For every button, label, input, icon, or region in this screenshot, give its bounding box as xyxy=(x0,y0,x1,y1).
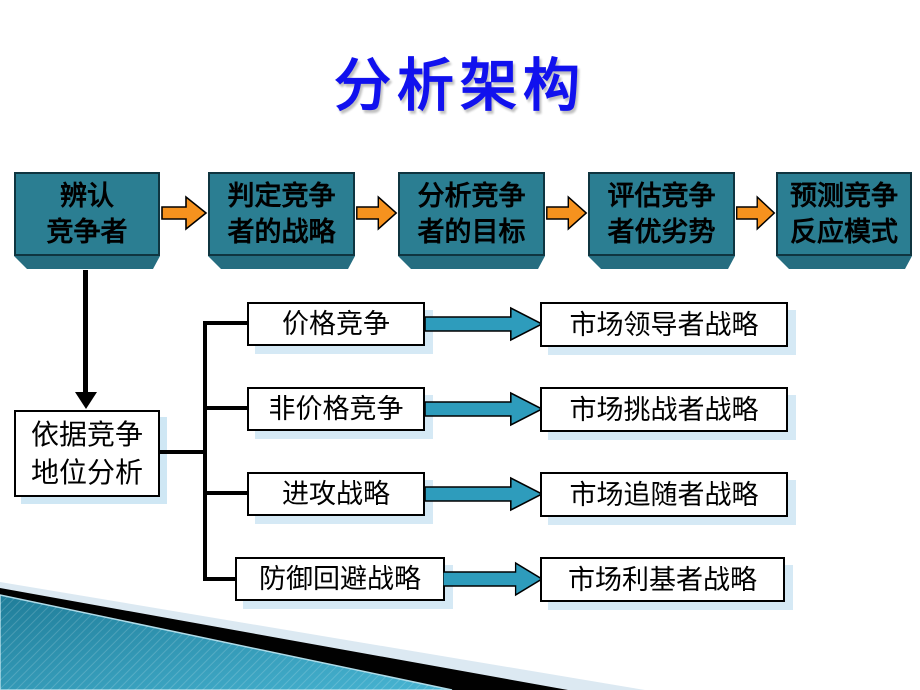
teal-right-arrow-icon-1 xyxy=(425,306,542,342)
page-title: 分析架构 xyxy=(334,54,586,118)
flow-step-analyze-goals: 分析竞争 者的目标 xyxy=(398,172,545,269)
flow-step-bevel xyxy=(208,256,355,269)
down-arrow-icon xyxy=(75,392,97,409)
connector-vertical-line xyxy=(203,321,207,581)
strategy-box-market-challenger: 市场挑战者战略 xyxy=(540,387,788,432)
tactic-box-price-competition: 价格竞争 xyxy=(247,302,425,346)
corner-decoration xyxy=(0,578,650,690)
connector-source-line xyxy=(160,450,205,454)
connector-stub-1 xyxy=(205,321,247,325)
tactic-box-non-price-competition: 非价格竞争 xyxy=(247,387,425,431)
flow-step-bevel xyxy=(588,256,735,269)
flow-right-arrow-icon-3 xyxy=(545,193,588,233)
flow-step-identify-competitors: 辨认 竞争者 xyxy=(14,172,160,269)
flow-right-arrow-icon-4 xyxy=(735,193,776,233)
strategy-box-market-follower: 市场追随者战略 xyxy=(540,472,788,517)
flow-step-label: 分析竞争 者的目标 xyxy=(398,172,545,256)
connector-stub-3 xyxy=(205,491,247,495)
flow-step-bevel xyxy=(398,256,545,269)
teal-right-arrow-icon-4 xyxy=(443,561,542,597)
down-arrow-shaft xyxy=(83,270,88,392)
flow-step-label: 评估竞争 者优劣势 xyxy=(588,172,735,256)
flow-right-arrow-icon-1 xyxy=(160,193,208,233)
teal-right-arrow-icon-2 xyxy=(425,391,542,427)
flow-step-label: 判定竞争 者的战略 xyxy=(208,172,355,256)
connector-stub-2 xyxy=(205,406,247,410)
tactic-box-offensive-strategy: 进攻战略 xyxy=(247,472,425,516)
flow-step-label: 预测竞争 反应模式 xyxy=(776,172,912,256)
flow-right-arrow-icon-2 xyxy=(355,193,398,233)
tactic-box-defensive-avoidance: 防御回避战略 xyxy=(235,557,445,601)
flow-step-determine-strategy: 判定竞争 者的战略 xyxy=(208,172,355,269)
strategy-box-market-nicher: 市场利基者战略 xyxy=(540,557,785,602)
flow-step-label: 辨认 竞争者 xyxy=(14,172,160,256)
flow-step-bevel xyxy=(776,256,912,269)
teal-right-arrow-icon-3 xyxy=(425,476,542,512)
flow-step-evaluate-strengths: 评估竞争 者优劣势 xyxy=(588,172,735,269)
branch-source-box: 依据竞争 地位分析 xyxy=(14,410,160,497)
connector-stub-4 xyxy=(205,577,235,581)
strategy-box-market-leader: 市场领导者战略 xyxy=(540,302,788,347)
flow-step-bevel xyxy=(14,256,160,269)
flow-step-predict-reactions: 预测竞争 反应模式 xyxy=(776,172,912,269)
